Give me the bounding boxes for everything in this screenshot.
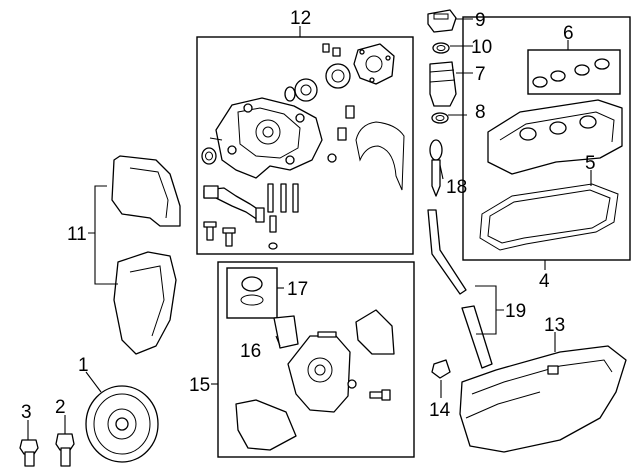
dipstick: [429, 139, 443, 197]
gear-plate: [353, 43, 395, 85]
filler-o-ring: [431, 112, 449, 124]
callout-13: 13: [544, 315, 565, 336]
housing-bolt: [369, 389, 391, 401]
callout-17: 17: [287, 279, 308, 300]
crankshaft-pulley: [85, 385, 159, 463]
box-group-12: [196, 36, 414, 255]
oil-filter: [273, 315, 299, 349]
callout-9: 9: [475, 10, 486, 31]
filler-seal: [432, 42, 450, 54]
lower-bracket: [235, 399, 297, 451]
callout-15: 15: [189, 375, 210, 396]
callout-7: 7: [475, 64, 486, 85]
callout-19: 19: [505, 301, 526, 322]
lower-timing-cover: [113, 251, 177, 355]
callout-8: 8: [475, 102, 486, 123]
callout-6: 6: [563, 23, 574, 44]
oil-filler-cap: [427, 9, 457, 33]
valve-cover-seals: [532, 58, 610, 88]
dipstick-tube: [427, 209, 493, 369]
oil-cooler: [355, 309, 395, 355]
washer-bolt: [19, 439, 39, 467]
valve-cover: [487, 99, 623, 175]
water-pump-assembly: [209, 97, 323, 179]
oil-pump-rotor: [284, 63, 351, 102]
box-group-4: [462, 16, 631, 261]
oil-pan: [459, 345, 627, 453]
oil-pickup-tube: [203, 185, 265, 223]
callout-5: 5: [585, 153, 596, 174]
oil-filter-housing: [287, 331, 357, 413]
oil-filter-cap: [240, 276, 264, 306]
crank-bolt: [55, 433, 75, 467]
callout-3: 3: [21, 402, 32, 423]
valve-cover-gasket: [479, 183, 619, 251]
upper-timing-cover: [111, 155, 181, 227]
box-group-15: [217, 261, 415, 458]
filler-tube: [429, 61, 457, 107]
callout-2: 2: [55, 397, 66, 418]
timing-cover-gasket: [355, 121, 405, 191]
callout-4: 4: [539, 271, 550, 292]
callout-16: 16: [240, 341, 261, 362]
small-plugs: [322, 43, 355, 163]
leader-lines: [27, 18, 592, 440]
callout-18: 18: [446, 177, 467, 198]
studs-bolts: [203, 183, 299, 250]
box-group-6: [527, 49, 621, 95]
box-group-17: [226, 267, 278, 319]
callout-11: 11: [67, 224, 87, 245]
callout-14: 14: [429, 400, 451, 421]
callout-10: 10: [471, 37, 492, 58]
callout-1: 1: [78, 355, 89, 376]
seal-ring: [201, 147, 217, 165]
drain-plug: [431, 359, 451, 379]
callout-12: 12: [290, 8, 311, 29]
